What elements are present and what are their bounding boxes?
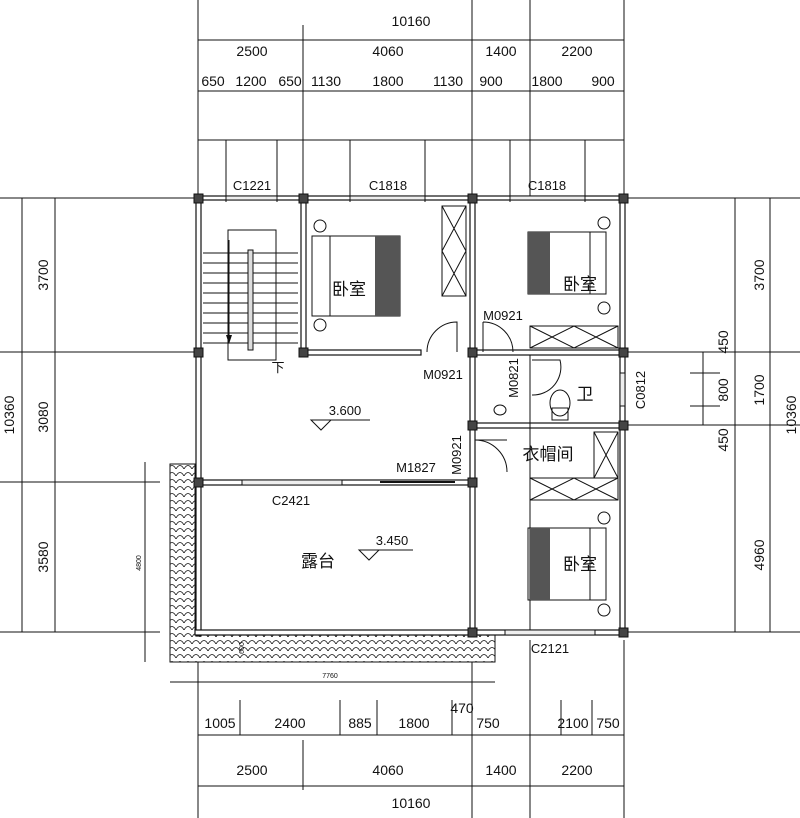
dim-bottom-axis: 2500 [236, 762, 267, 778]
room-label-terrace: 露台 [301, 552, 335, 572]
dim-bottom-axis: 2200 [561, 762, 592, 778]
dim-top-total: 10160 [392, 13, 431, 29]
dim-top-detail-row: 650 1200 650 1130 1800 1130 900 1800 900 [201, 73, 615, 89]
dim-bottom-total: 10160 [392, 795, 431, 811]
door-label: M1827 [396, 460, 436, 475]
door-label: M0921 [483, 308, 523, 323]
dim-top-axis: 4060 [372, 43, 403, 59]
room-label-bedroom: 卧室 [563, 275, 597, 295]
window-label: C1818 [528, 178, 566, 193]
dim-right-detail: 450 [715, 330, 731, 354]
toilet [549, 389, 571, 421]
dim-top-detail: 1800 [531, 73, 562, 89]
room-label-bedroom: 卧室 [332, 280, 366, 300]
dim-terrace-width: 7760 [322, 673, 338, 680]
dim-top-detail: 1130 [311, 73, 341, 89]
doors [426, 321, 562, 473]
room-label-bathroom: 卫 [577, 385, 594, 405]
window-label: C2421 [272, 493, 310, 508]
dim-top-axis: 2200 [561, 43, 592, 59]
dim-bottom-detail: 2100 [557, 715, 588, 731]
dim-top-detail: 900 [479, 73, 503, 89]
dim-bottom-detail: 1800 [398, 715, 429, 731]
dim-top-detail: 1130 [433, 73, 463, 89]
stair-down-label: 下 [271, 360, 284, 375]
dim-bottom-detail: 470 [450, 700, 474, 716]
dim-right-detail: 450 [715, 428, 731, 452]
dim-bottom-axis: 4060 [372, 762, 403, 778]
dim-right-detail: 800 [715, 378, 731, 402]
level-terrace: 3.450 [376, 533, 409, 548]
dim-top-axis: 2500 [236, 43, 267, 59]
dim-top-detail: 900 [591, 73, 615, 89]
room-label-bedroom: 卧室 [563, 555, 597, 575]
dim-parapet: 600 [239, 642, 246, 654]
bed [527, 216, 611, 315]
dim-top-detail: 650 [201, 73, 225, 89]
stair [203, 229, 298, 361]
level-mark: 3.450 [357, 533, 413, 561]
bed [311, 219, 401, 332]
bottom-dimension-lines [197, 640, 625, 818]
door-label: M0921 [449, 435, 464, 475]
dim-right-axis: 1700 [751, 374, 767, 405]
dim-terrace-depth: 4800 [136, 555, 143, 571]
dim-left-axis: 3700 [35, 259, 51, 290]
window-label: C1818 [369, 178, 407, 193]
dim-top-axis: 1400 [485, 43, 516, 59]
window-label: C2121 [531, 641, 569, 656]
door-label: M0821 [506, 358, 521, 398]
dim-bottom-detail: 750 [596, 715, 620, 731]
dim-bottom-axis: 1400 [485, 762, 516, 778]
bed [527, 511, 611, 617]
wardrobe [529, 477, 619, 501]
dim-right-axis: 3700 [751, 259, 767, 290]
level-mark: 3.600 [309, 403, 370, 431]
wardrobe [529, 325, 619, 349]
dim-right-total: 10360 [783, 395, 799, 434]
level-hall: 3.600 [329, 403, 362, 418]
dim-bottom-detail: 1005 [204, 715, 235, 731]
door-label: M0921 [423, 367, 463, 382]
dim-bottom-detail: 2400 [274, 715, 305, 731]
dim-right-axis: 4960 [751, 539, 767, 570]
dim-bottom-detail: 750 [476, 715, 500, 731]
dim-left-total: 10360 [1, 395, 17, 434]
dim-left-axis: 3580 [35, 541, 51, 572]
wardrobe [441, 205, 467, 297]
dim-left-axis: 3080 [35, 401, 51, 432]
top-dimension-lines [197, 0, 625, 202]
sink [493, 404, 507, 416]
room-label-closet: 衣帽间 [523, 445, 574, 465]
grid-lines [0, 197, 800, 683]
dim-top-detail: 1200 [235, 73, 266, 89]
windows [225, 195, 626, 636]
dim-top-detail: 1800 [372, 73, 403, 89]
dim-bottom-detail: 885 [348, 715, 372, 731]
dim-top-detail: 650 [278, 73, 302, 89]
window-label: C0812 [633, 371, 648, 409]
window-label: C1221 [233, 178, 271, 193]
columns [193, 193, 629, 638]
